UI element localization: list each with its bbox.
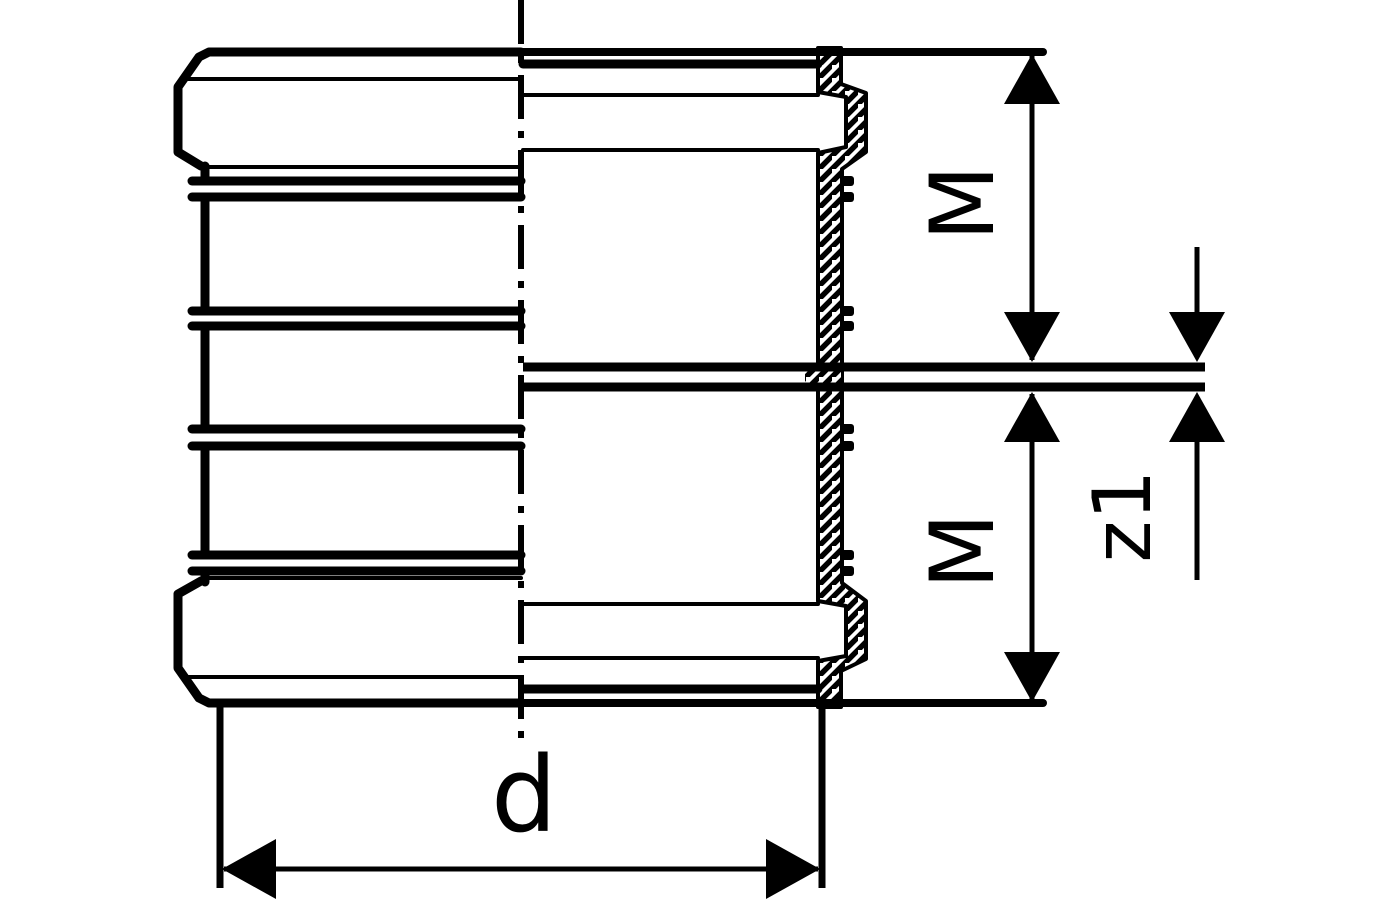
arrowhead-up-icon — [1169, 392, 1225, 442]
bore-lines — [517, 48, 1047, 707]
dimension-label-d: d — [491, 734, 557, 856]
arrowhead-down-icon — [1004, 312, 1060, 362]
dimension-label-m-top: M — [911, 165, 1014, 241]
dimension-z1: z1 — [1076, 247, 1225, 580]
dimension-m-bottom: M — [911, 392, 1060, 702]
external-ribs — [187, 176, 526, 576]
centre-stop-ring — [523, 362, 1205, 392]
dimension-d: d — [216, 707, 826, 899]
dimension-label-m-bottom: M — [911, 513, 1014, 589]
arrowhead-up-icon — [1004, 392, 1060, 442]
arrowhead-up-icon — [1004, 54, 1060, 104]
coupling-section-view — [517, 46, 1205, 709]
top-socket-bell-outline — [173, 47, 526, 171]
dimension-label-z1: z1 — [1076, 470, 1169, 563]
dimension-m-top: M — [911, 54, 1060, 362]
bottom-socket-bell-outline — [173, 576, 526, 708]
arrowhead-down-icon — [1169, 312, 1225, 362]
arrowhead-right-icon — [766, 839, 820, 899]
arrowhead-left-icon — [222, 839, 276, 899]
section-rib-bumps — [840, 176, 854, 576]
arrowhead-down-icon — [1004, 652, 1060, 702]
coupling-outside-view — [173, 47, 526, 708]
